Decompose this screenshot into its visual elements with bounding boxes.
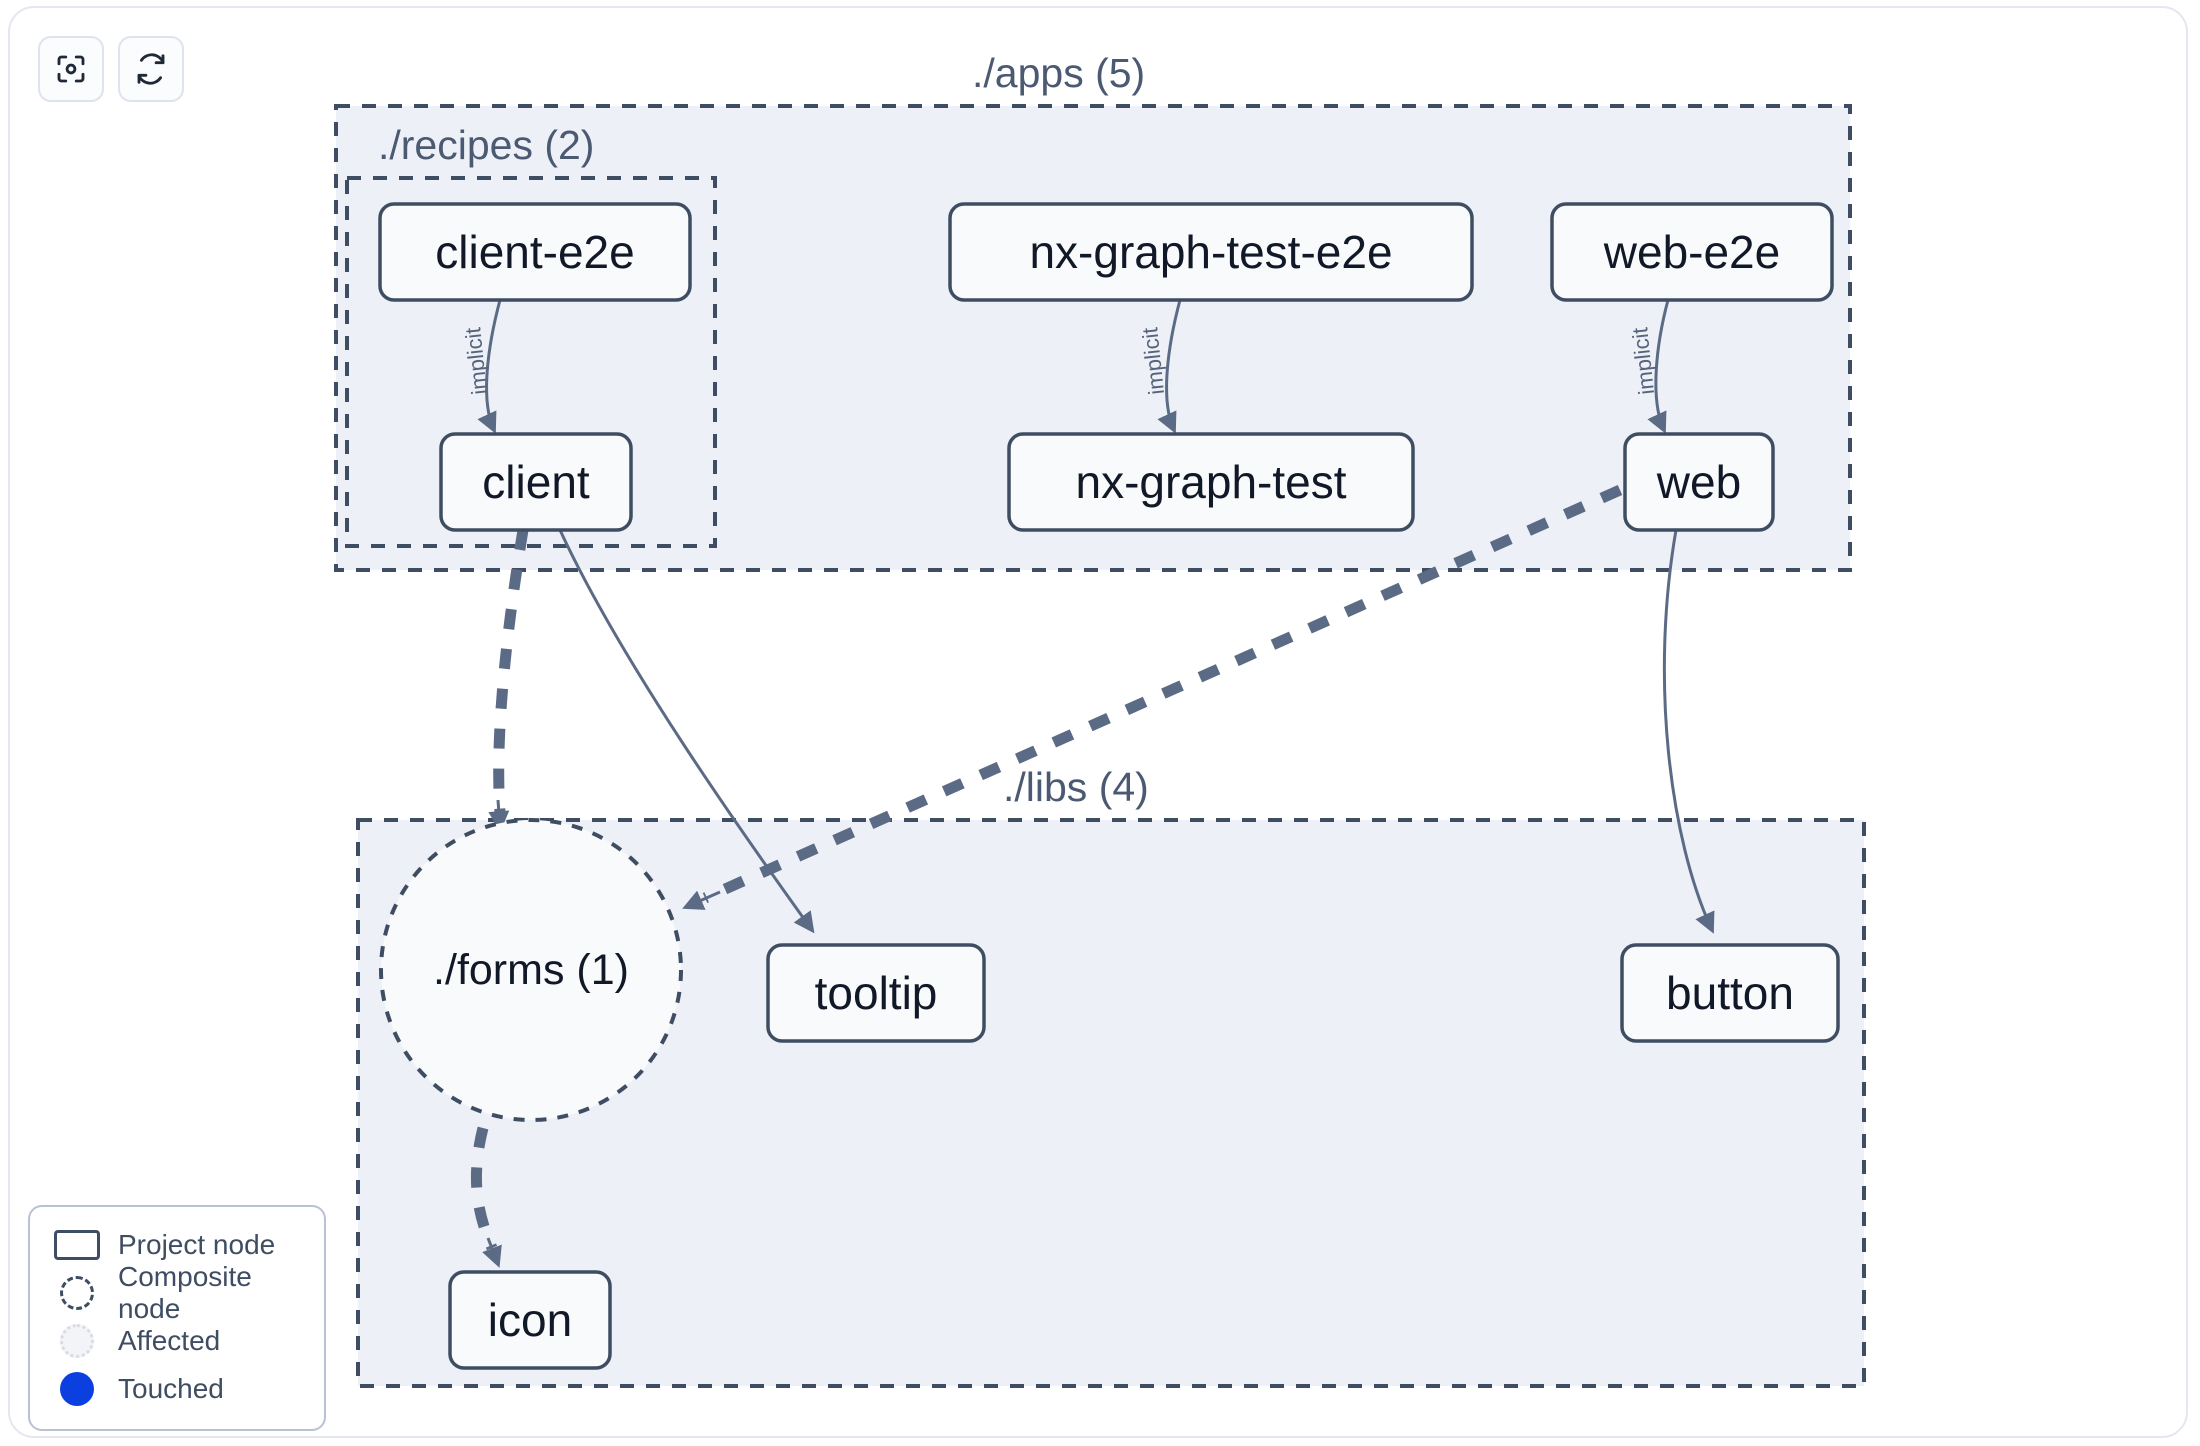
legend-label-affected: Affected — [118, 1325, 221, 1356]
edge-web-to-button[interactable] — [1662, 529, 1715, 934]
graph-node-button[interactable] — [1620, 943, 1840, 1043]
graph-legend: Project node Composite node Affected Tou… — [28, 1205, 326, 1431]
legend-item-project-node: Project node — [46, 1221, 308, 1269]
legend-label-touched: Touched — [118, 1373, 224, 1404]
edge-web-to-forms[interactable] — [682, 484, 1623, 910]
legend-item-composite-node: Composite node — [46, 1261, 308, 1324]
graph-node-web-e2e[interactable] — [1550, 202, 1834, 302]
legend-item-affected: Affected — [46, 1317, 308, 1365]
edge-nx-graph-test-e2e-to-nx-graph-test[interactable] — [1157, 299, 1182, 434]
graph-node-web[interactable] — [1623, 432, 1775, 532]
project-node-icon — [46, 1230, 108, 1260]
edge-client-e2e-to-client[interactable] — [477, 299, 502, 434]
graph-node-client-e2e[interactable] — [378, 202, 692, 302]
graph-node-forms[interactable] — [379, 818, 683, 1122]
legend-label-project-node: Project node — [118, 1229, 276, 1260]
edge-client-to-tooltip[interactable] — [558, 529, 815, 934]
graph-node-nx-graph-test-e2e[interactable] — [948, 202, 1474, 302]
focus-target-icon — [53, 51, 89, 87]
edge-web-e2e-to-web[interactable] — [1647, 299, 1670, 434]
affected-node-icon — [46, 1324, 108, 1358]
focus-graph-button[interactable] — [38, 36, 104, 102]
graph-node-tooltip[interactable] — [766, 943, 986, 1043]
edge-forms-to-icon[interactable] — [470, 1126, 502, 1268]
graph-node-nx-graph-test[interactable] — [1007, 432, 1415, 532]
graph-node-icon[interactable] — [448, 1270, 612, 1370]
edge-client-to-forms[interactable] — [488, 529, 529, 833]
legend-item-touched: Touched — [46, 1365, 308, 1413]
graph-toolbar — [38, 36, 184, 102]
refresh-graph-button[interactable] — [118, 36, 184, 102]
graph-node-client[interactable] — [439, 432, 633, 532]
refresh-icon — [133, 51, 169, 87]
touched-node-icon — [46, 1372, 108, 1406]
composite-node-icon — [46, 1276, 108, 1310]
legend-label-composite-node: Composite node — [118, 1261, 252, 1324]
